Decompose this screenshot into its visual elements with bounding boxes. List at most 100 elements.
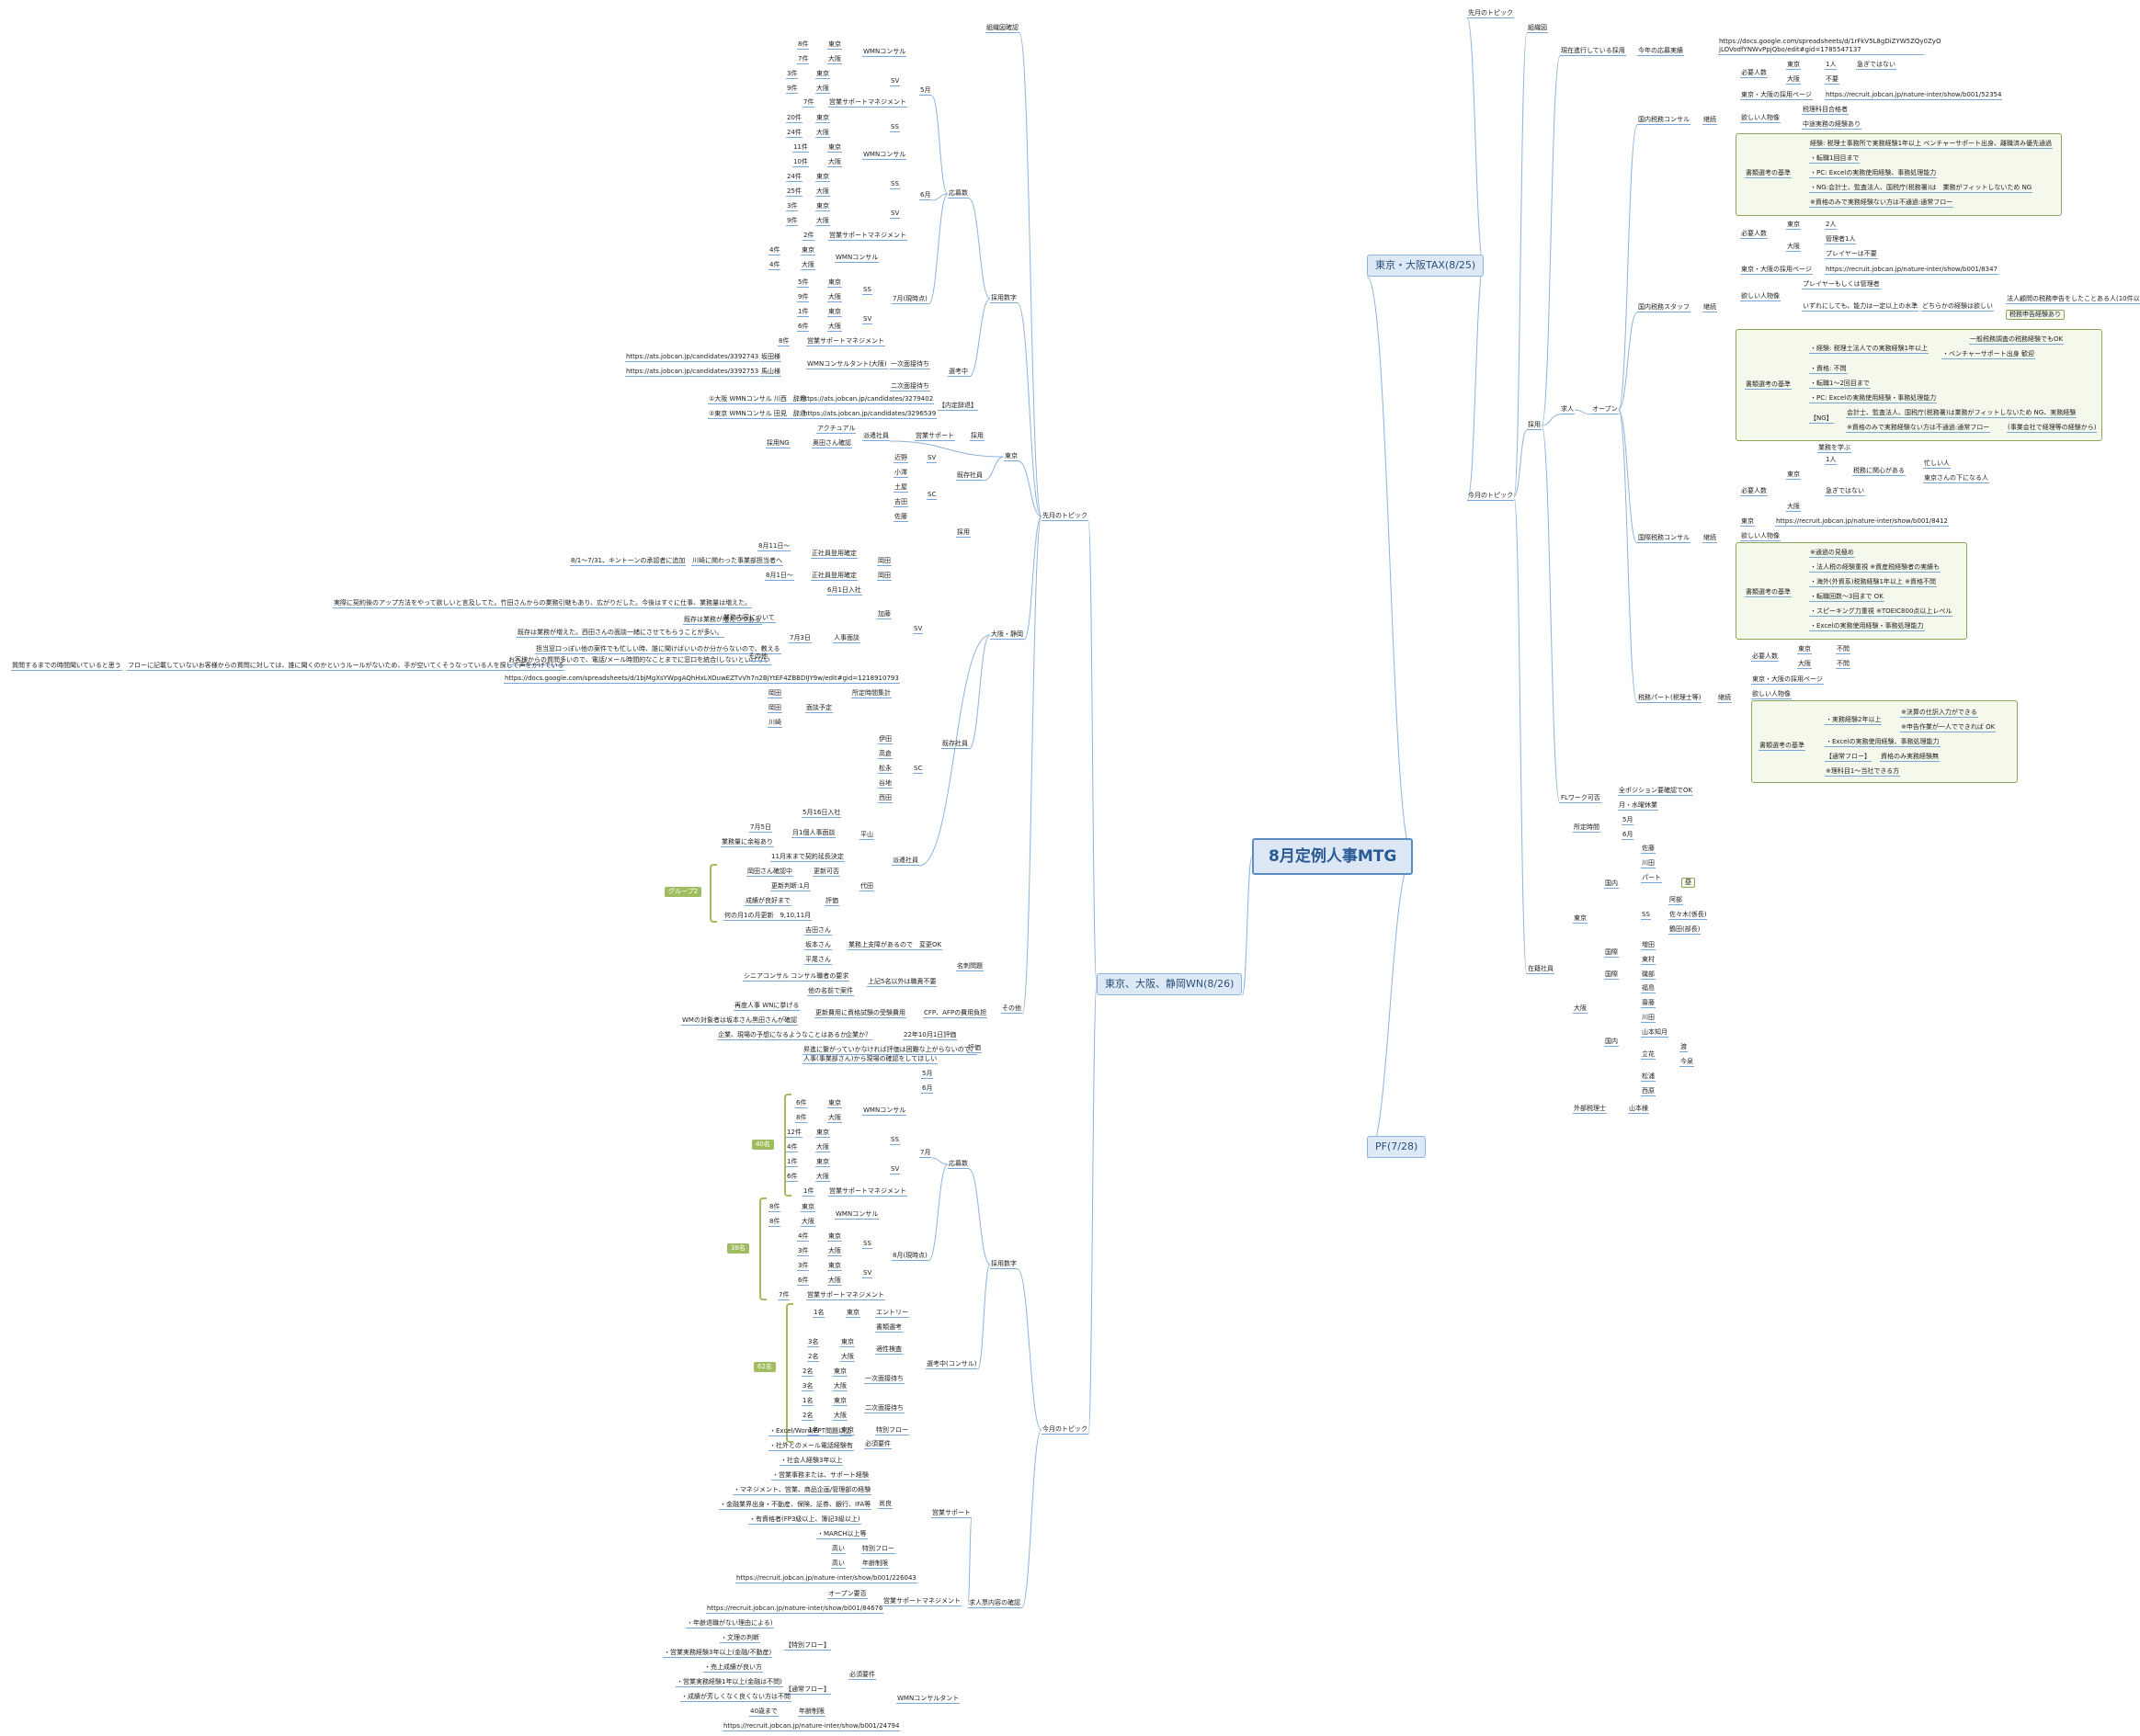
recruit-page-2[interactable]: 東京・大阪の採用ページ — [1740, 266, 1813, 275]
existing-staff[interactable]: 既存社員 — [956, 471, 984, 481]
wn-applications[interactable]: 応募数 — [948, 189, 969, 199]
wn-recruit-numbers[interactable]: 採用数字 — [990, 294, 1018, 303]
sel-consult[interactable]: 選考中(コンサル) — [926, 1360, 978, 1369]
screening-criteria-3[interactable]: 書類選考の基準 — [1745, 588, 1792, 597]
os-existing[interactable]: 既存社員 — [941, 740, 969, 749]
external-accountant[interactable]: 外部税理士 — [1573, 1105, 1607, 1114]
desired-profile[interactable]: 欲しい人物像 — [1740, 114, 1781, 123]
pos-domestic-staff[interactable]: 国内税務スタッフ — [1637, 303, 1690, 312]
declined-2-url[interactable]: https://ats.jobcan.jp/candidates/3296539 — [802, 410, 938, 419]
tax-org-chart[interactable]: 組織図 — [1527, 24, 1548, 33]
staff-tokyo[interactable]: 東京 — [1573, 914, 1588, 924]
tax-prev-topic[interactable]: 先月のトピック — [1467, 9, 1514, 18]
pos-status[interactable]: 継続 — [1702, 116, 1717, 125]
cur-recruit-nums[interactable]: 採用数字 — [990, 1260, 1018, 1269]
not-urgent-3[interactable]: 急ぎではない — [1825, 487, 1865, 496]
wn-jun[interactable]: 6月 — [919, 191, 932, 200]
need-count-3[interactable]: 必要人数 — [1740, 487, 1768, 496]
wn-prev-topic[interactable]: 先月のトピック — [1042, 512, 1088, 521]
offer-declined[interactable]: 【内定辞退】 — [938, 402, 978, 411]
month-may[interactable]: 5月 — [1622, 816, 1634, 825]
job-review[interactable]: 求人票内容の確認 — [968, 1599, 1021, 1608]
pos-tax-part[interactable]: 税務パート(税理士等) — [1637, 694, 1702, 703]
tax-job[interactable]: 求人 — [1560, 405, 1575, 414]
desired-profile-2[interactable]: 欲しい人物像 — [1740, 292, 1781, 301]
root-topic[interactable]: 8月定例人事MTG — [1252, 838, 1414, 875]
tax-current-staff[interactable]: 在籍社員 — [1527, 965, 1554, 974]
topic-pf[interactable]: PF(7/28) — [1367, 1136, 1427, 1158]
sales-url[interactable]: https://recruit.jobcan.jp/nature-inter/s… — [735, 1574, 917, 1583]
desired-profile-4[interactable]: 欲しい人物像 — [1751, 690, 1792, 699]
loc-tokyo-3[interactable]: 東京 — [1786, 471, 1801, 480]
manager-one[interactable]: 管理者1人 — [1825, 235, 1857, 244]
recruit-page-4[interactable]: 東京・大阪の採用ページ — [1751, 675, 1824, 685]
sheet-url-2[interactable]: https://docs.google.com/spreadsheets/d/1… — [504, 675, 900, 684]
pos-intl-consult[interactable]: 国際税務コンサル — [1637, 534, 1690, 543]
selection-in-progress[interactable]: 選考中 — [948, 368, 969, 377]
work-hours[interactable]: 所定時間 — [1573, 823, 1600, 833]
topic-tokyo-osaka-shizuoka-wn[interactable]: 東京、大阪、静岡WN(8/26) — [1097, 973, 1243, 995]
pos-status-2[interactable]: 継続 — [1702, 303, 1717, 312]
cand-url-a[interactable]: https://ats.jobcan.jp/candidates/3392743 — [625, 353, 760, 362]
business-card[interactable]: 名刺問題 — [956, 962, 984, 971]
count-one-3[interactable]: 1人 — [1825, 456, 1838, 465]
sales-mgmt-url[interactable]: https://recruit.jobcan.jp/nature-inter/s… — [706, 1605, 884, 1614]
desired-profile-3[interactable]: 欲しい人物像 — [1740, 532, 1781, 541]
need-count-2[interactable]: 必要人数 — [1740, 230, 1768, 239]
screening-criteria-4[interactable]: 書類選考の基準 — [1759, 742, 1805, 751]
wn-tokyo[interactable]: 東京 — [1004, 452, 1019, 461]
tax-current-topic[interactable]: 今月のトピック — [1467, 492, 1514, 501]
loc-osaka[interactable]: 大阪 — [1786, 75, 1801, 85]
pos-domestic-consult[interactable]: 国内税務コンサル — [1637, 116, 1690, 125]
loc-tokyo-4[interactable]: 東京 — [1797, 645, 1812, 654]
other-topic[interactable]: その他 — [1001, 1004, 1022, 1014]
loc-tokyo-url[interactable]: 東京 — [1740, 517, 1755, 527]
wn-may[interactable]: 5月 — [919, 86, 932, 96]
cand-url-b[interactable]: https://ats.jobcan.jp/candidates/3392753 — [625, 368, 760, 377]
fl-work[interactable]: FLワーク可否 — [1560, 794, 1601, 803]
tax-recruit[interactable]: 採用 — [1527, 421, 1542, 430]
cur-applications[interactable]: 応募数 — [948, 1160, 969, 1169]
declined-1-url[interactable]: https://ats.jobcan.jp/candidates/3279402 — [800, 395, 935, 404]
temp-staff[interactable]: 派遣社員 — [862, 432, 890, 441]
need-count[interactable]: 必要人数 — [1740, 69, 1768, 78]
pos-status-4[interactable]: 継続 — [1717, 694, 1732, 703]
need-count-4[interactable]: 必要人数 — [1751, 652, 1779, 662]
screening-criteria[interactable]: 書類選考の基準 — [1745, 169, 1792, 178]
wmn-url[interactable]: https://recruit.jobcan.jp/nature-inter/s… — [723, 1722, 901, 1731]
topic-tokyo-osaka-tax[interactable]: 東京・大阪TAX(8/25) — [1367, 255, 1485, 277]
tax-sheet-link[interactable]: https://docs.google.com/spreadsheets/d/1… — [1718, 38, 1941, 55]
loc-osaka-4[interactable]: 大阪 — [1797, 660, 1812, 669]
tax-ongoing[interactable]: 現在進行している採用 — [1560, 47, 1626, 56]
staff-intl[interactable]: 国際 — [1604, 948, 1619, 958]
staff-domestic-osaka[interactable]: 国内 — [1604, 1038, 1619, 1047]
count-one[interactable]: 1人 — [1825, 61, 1838, 70]
loc-tokyo-2[interactable]: 東京 — [1786, 221, 1801, 230]
count-two[interactable]: 2人 — [1825, 221, 1838, 230]
staff-intl-osaka[interactable]: 国際 — [1604, 970, 1619, 980]
recruit-url-2[interactable]: https://recruit.jobcan.jp/nature-inter/s… — [1825, 266, 1998, 275]
screening-criteria-2[interactable]: 書類選考の基準 — [1745, 380, 1792, 390]
recruit-url-3[interactable]: https://recruit.jobcan.jp/nature-inter/s… — [1775, 517, 1949, 527]
wn-org-check[interactable]: 組織図確認 — [985, 24, 1019, 33]
cur-jul[interactable]: 7月 — [919, 1149, 932, 1158]
pos-status-3[interactable]: 継続 — [1702, 534, 1717, 543]
month-jun[interactable]: 6月 — [1622, 831, 1634, 840]
loc-osaka-2[interactable]: 大阪 — [1786, 243, 1801, 252]
wn-osaka-shizuoka[interactable]: 大阪・静岡 — [990, 630, 1024, 640]
staff-osaka[interactable]: 大阪 — [1573, 1004, 1588, 1014]
loc-osaka-3[interactable]: 大阪 — [1786, 503, 1801, 512]
loc-tokyo[interactable]: 東京 — [1786, 61, 1801, 70]
wn-jul[interactable]: 7月(現時点) — [892, 295, 928, 304]
sales-support-2[interactable]: 営業サポート — [931, 1509, 972, 1518]
tax-schedule[interactable]: 今年の応募実績 — [1637, 47, 1684, 56]
recruit-url[interactable]: https://recruit.jobcan.jp/nature-inter/s… — [1825, 91, 2003, 100]
tax-open[interactable]: オープン — [1591, 405, 1619, 414]
wn-current-topic[interactable]: 今月のトピック — [1042, 1425, 1088, 1435]
not-needed[interactable]: 不要 — [1825, 75, 1839, 85]
recruit-page[interactable]: 東京・大阪の採用ページ — [1740, 91, 1813, 100]
player-not-needed[interactable]: プレイヤーは不要 — [1825, 250, 1878, 259]
os-temp[interactable]: 派遣社員 — [892, 857, 919, 866]
staff-domestic[interactable]: 国内 — [1604, 879, 1619, 889]
not-urgent[interactable]: 急ぎではない — [1856, 61, 1896, 70]
